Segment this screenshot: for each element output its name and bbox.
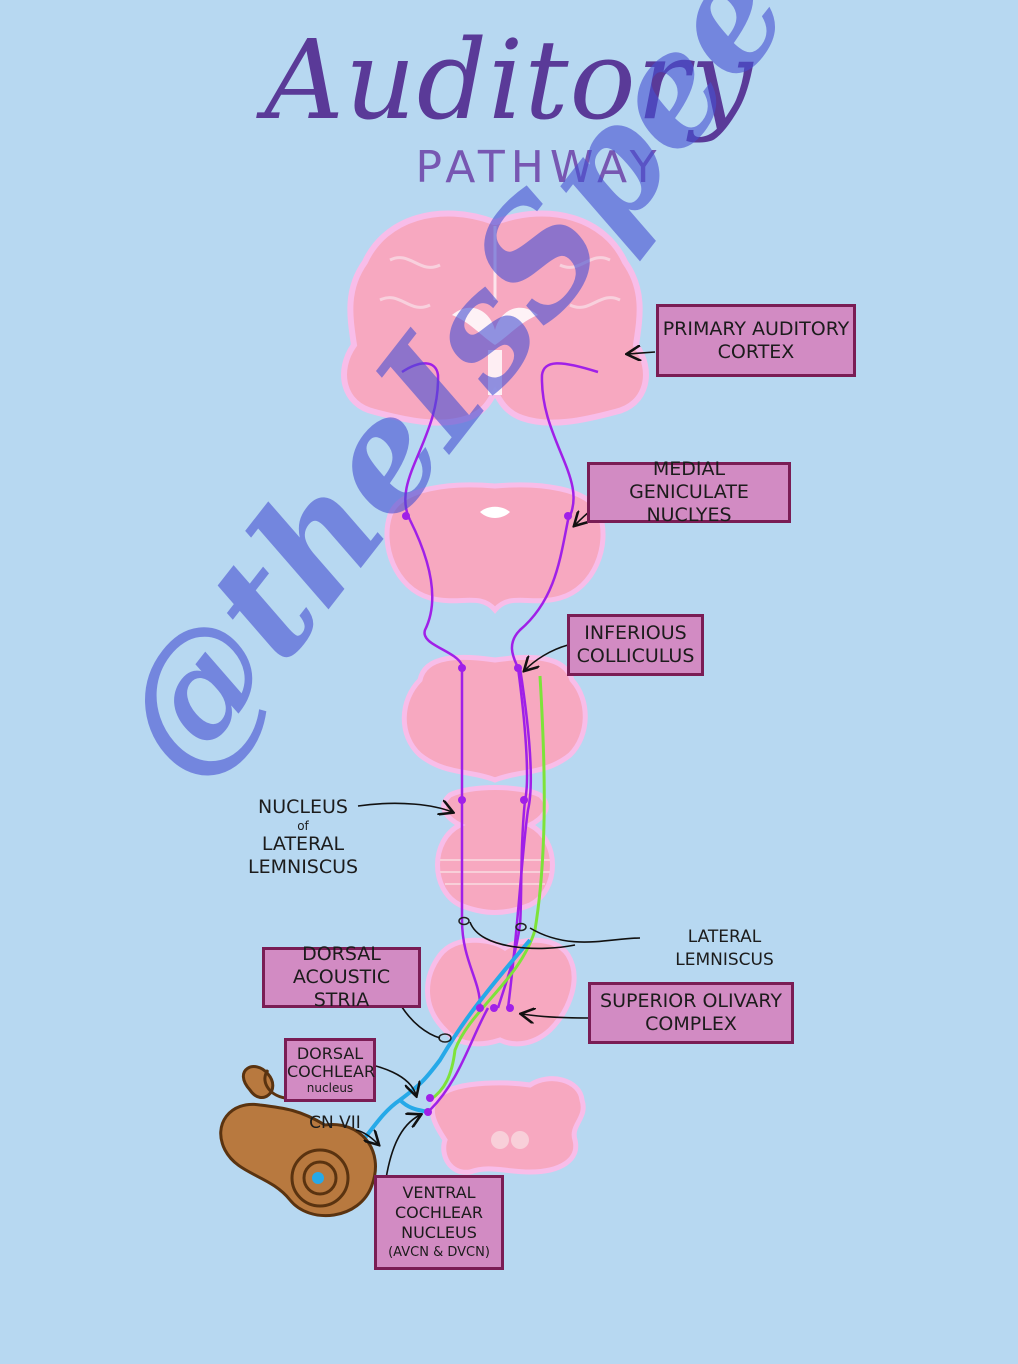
label-line: COMPLEX (645, 1013, 737, 1035)
label-inferior-colliculus: INFERIOUS COLLICULUS (567, 614, 704, 676)
label-line: INFERIOUS (584, 622, 687, 644)
label-dorsal-cochlear: DORSAL COCHLEAR nucleus (284, 1038, 376, 1102)
label-line: DORSAL (302, 943, 381, 965)
label-line: COCHLEAR (394, 1202, 484, 1222)
label-line: LEMNISCUS (248, 856, 359, 878)
label-line: DORSAL (296, 1044, 364, 1063)
label-lateral-lemniscus: LATERAL LEMNISCUS (675, 927, 774, 970)
green-pathway-line (429, 675, 546, 1102)
medulla-section (429, 1076, 586, 1175)
synapse-dots (402, 512, 572, 1116)
label-line: MEDIAL GENICULATE (629, 458, 749, 503)
label-line: VENTRAL (402, 1182, 476, 1202)
cerebrum-section (341, 210, 649, 426)
ascending-pathway-lines (401, 362, 599, 1111)
diagram-title: Auditory (264, 16, 754, 144)
label-cn-vii: CN VII (309, 1113, 361, 1133)
label-line: CORTEX (717, 340, 795, 363)
lower-pons-section (425, 937, 577, 1047)
label-ventral-cochlear: VENTRAL COCHLEAR NUCLEUS (AVCN & DVCN) (374, 1175, 504, 1270)
label-nucleus-lateral-lemniscus: NUCLEUS of LATERAL LEMNISCUS (248, 796, 358, 879)
label-line: SUPERIOR OLIVARY (600, 990, 782, 1012)
label-line: COLLICULUS (576, 645, 695, 667)
diagram-subtitle: PATHWAY (415, 142, 663, 193)
inferior-colliculus-section (401, 654, 588, 783)
label-dorsal-acoustic-stria: DORSAL ACOUSTIC STRIA (262, 943, 421, 1011)
label-primary-auditory-cortex: PRIMARY AUDITORY CORTEX (656, 304, 856, 377)
label-line: NUCLEUS (401, 1222, 477, 1242)
label-line: NUCLEUS (258, 796, 348, 818)
label-medial-geniculate: MEDIAL GENICULATE NUCLYES (587, 458, 791, 526)
label-line: of (297, 819, 309, 833)
upper-pons-section (435, 785, 555, 915)
label-line: nucleus (306, 1081, 354, 1095)
label-line: (AVCN & DVCN) (388, 1244, 490, 1260)
label-line: NUCLYES (646, 504, 732, 526)
midbrain-section (384, 482, 606, 614)
label-line: ACOUSTIC STRIA (292, 966, 391, 1011)
leader-arrows (354, 352, 656, 1186)
label-superior-olivary: SUPERIOR OLIVARY COMPLEX (588, 982, 794, 1044)
cochlea-illustration (219, 1065, 377, 1217)
label-line: COCHLEAR (287, 1062, 376, 1081)
label-line: LATERAL (261, 833, 345, 855)
label-line: PRIMARY AUDITORY (662, 317, 850, 340)
